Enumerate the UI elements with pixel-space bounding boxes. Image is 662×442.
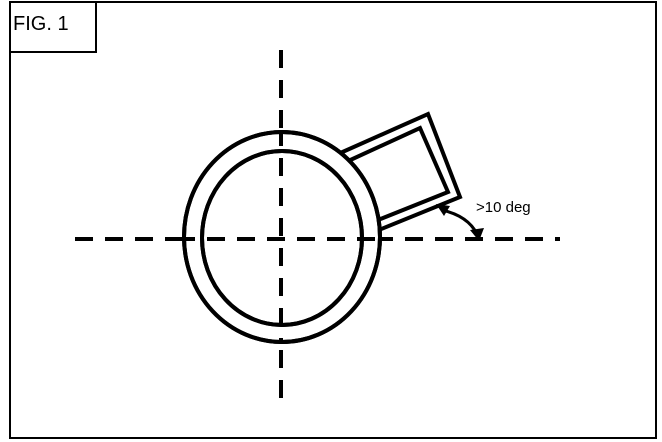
figure-label: FIG. 1 xyxy=(13,13,69,35)
angle-label: >10 deg xyxy=(476,199,531,216)
angle-arrowhead-bottom xyxy=(470,228,484,241)
outer-border xyxy=(9,1,657,439)
ring-outer-stroke xyxy=(182,130,382,344)
angle-indicator xyxy=(436,204,484,241)
figure-label-box xyxy=(9,1,97,53)
ring-inner-stroke xyxy=(200,149,364,327)
angle-arrowhead-top xyxy=(436,204,450,216)
